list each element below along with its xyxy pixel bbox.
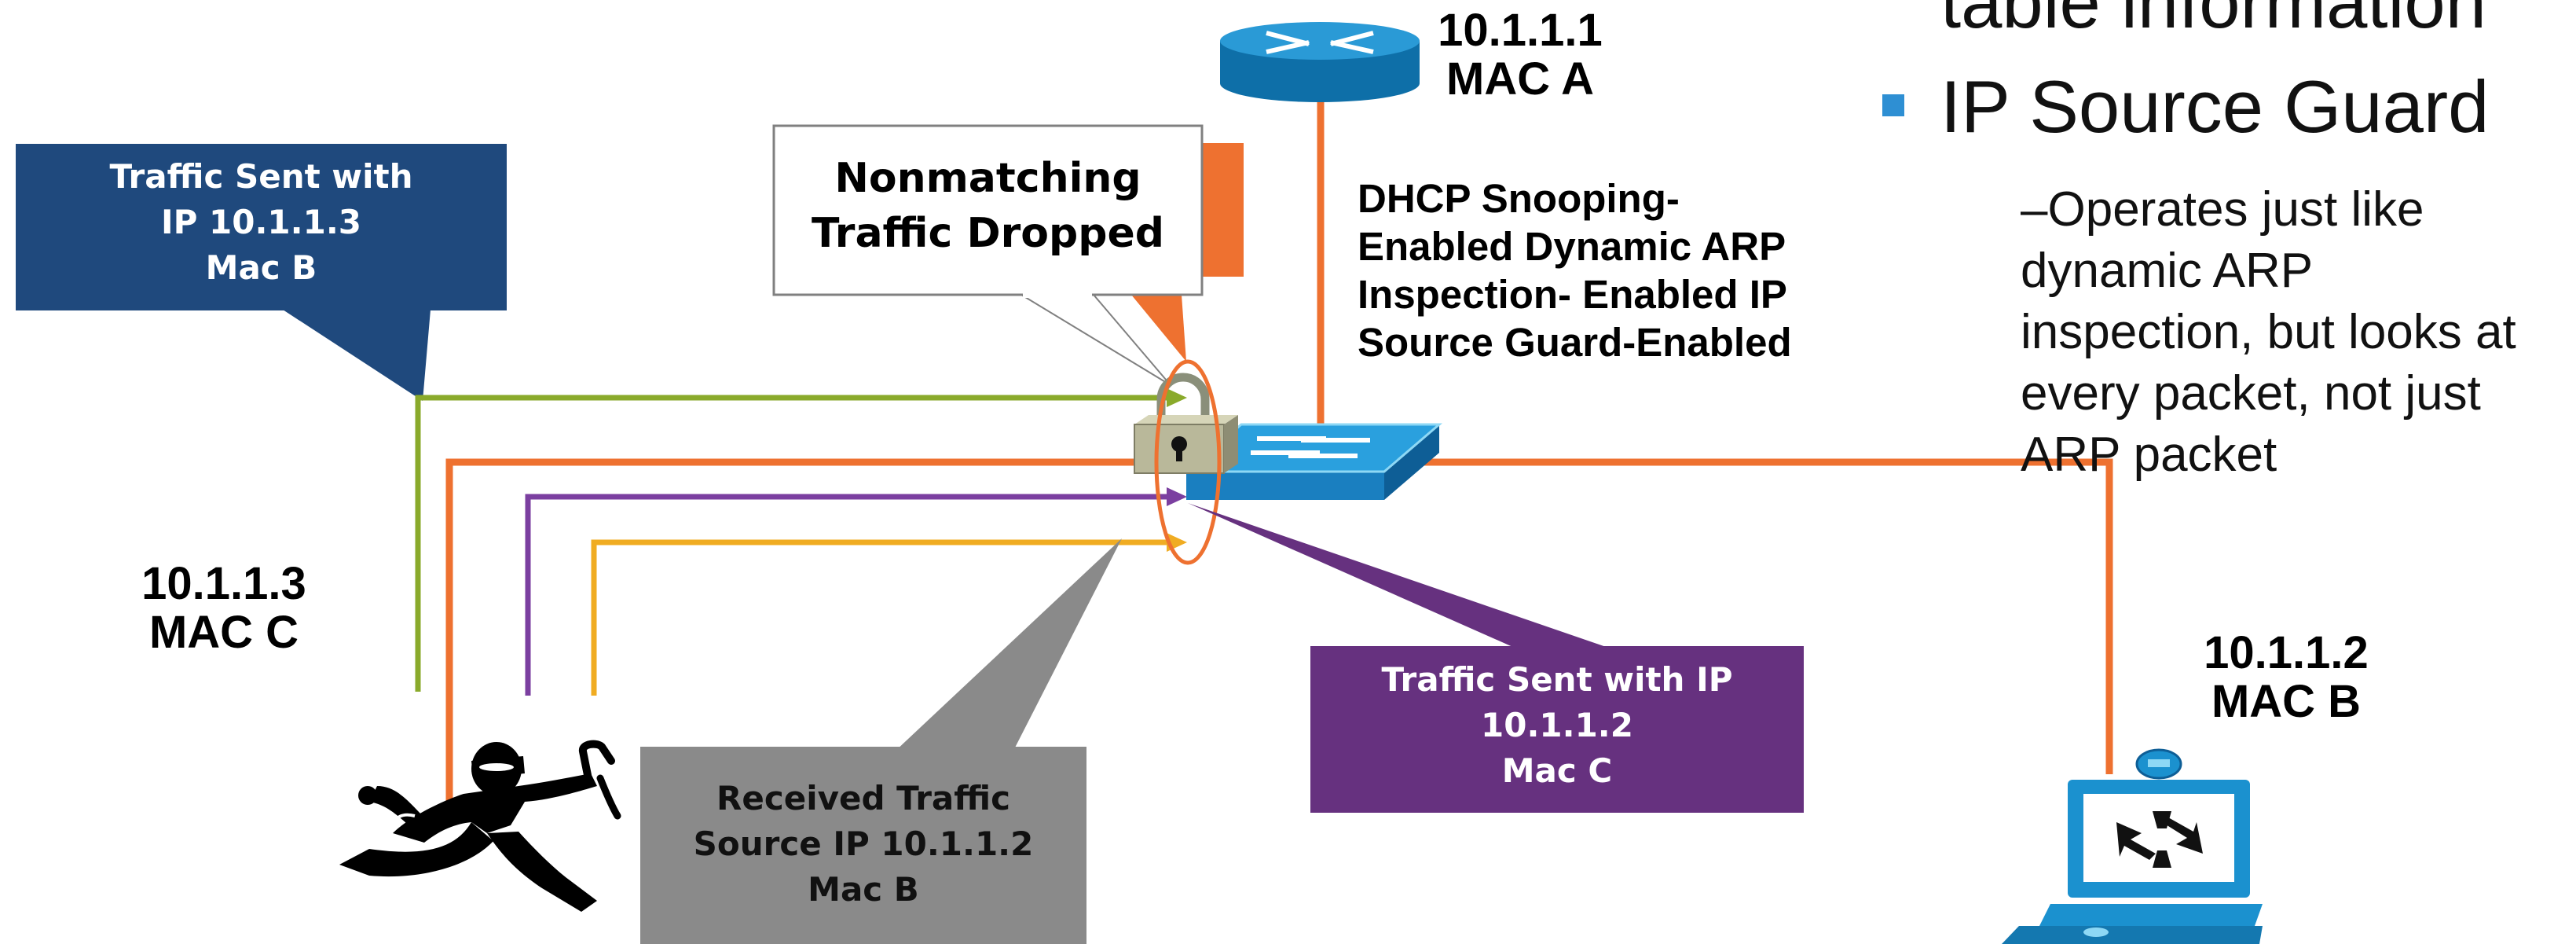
attacker-icon bbox=[339, 740, 621, 912]
sent-c-callout-text: Traffic Sent with IP 10.1.1.2 Mac C bbox=[1310, 657, 1804, 794]
bullet-sub: –Operates just like dynamic ARP inspecti… bbox=[2021, 179, 2571, 486]
green-traffic-line bbox=[415, 395, 1167, 692]
router-ip: 10.1.1.1 bbox=[1438, 5, 1603, 56]
yellow-traffic-line bbox=[591, 539, 1167, 696]
sent-c-callout-line: 10.1.1.2 bbox=[1481, 706, 1633, 744]
bullet-sub-line: every packet, not just bbox=[2021, 366, 2481, 421]
switch-icon bbox=[1182, 423, 1443, 500]
victim-ip: 10.1.1.2 bbox=[2204, 627, 2369, 678]
attacker-link bbox=[445, 458, 1186, 806]
sent-b-callout-line: Traffic Sent with bbox=[109, 157, 413, 196]
victim-label: 10.1.1.2 MAC B bbox=[2168, 629, 2404, 726]
sent-b-callout-pointer bbox=[283, 310, 431, 401]
laptop-icon bbox=[2002, 748, 2263, 944]
sent-c-callout-box bbox=[1310, 646, 1804, 813]
victim-mac: MAC B bbox=[2211, 676, 2362, 727]
received-callout-line: Mac B bbox=[808, 870, 919, 909]
switch-status-line: DHCP Snooping- bbox=[1358, 176, 1680, 221]
dropped-tab-pointer bbox=[1131, 295, 1186, 362]
bullet-sub-line: inspection, but looks at bbox=[2021, 305, 2516, 359]
sent-b-callout-line: IP 10.1.1.3 bbox=[160, 203, 361, 241]
bullet-sub-line: dynamic ARP bbox=[2021, 244, 2314, 298]
green-arrowhead bbox=[1167, 388, 1187, 407]
attacker-label: 10.1.1.3 MAC C bbox=[102, 560, 346, 657]
sent-c-callout-pointer bbox=[1188, 503, 1610, 648]
received-callout-pointer bbox=[896, 538, 1122, 751]
switch-status-line: Inspection- Enabled IP bbox=[1358, 272, 1787, 317]
bullet-main: IP Source Guard bbox=[1940, 65, 2490, 148]
bullet-sub-line: ARP packet bbox=[2021, 428, 2277, 482]
inspection-ellipse bbox=[1154, 359, 1222, 565]
lock-icon bbox=[1134, 373, 1238, 474]
bullet-square-icon bbox=[1882, 94, 1904, 116]
received-callout-line: Received Traffic bbox=[716, 779, 1010, 817]
dropped-callout-line: Traffic Dropped bbox=[812, 210, 1164, 257]
switch-status-line: Enabled Dynamic ARP bbox=[1358, 224, 1786, 269]
purple-arrowhead bbox=[1167, 487, 1187, 506]
sent-b-callout-box bbox=[16, 144, 507, 310]
router-icon bbox=[1220, 22, 1420, 102]
received-callout-box bbox=[640, 747, 1086, 944]
sent-c-callout-line: Traffic Sent with IP bbox=[1381, 660, 1733, 699]
attacker-mac: MAC C bbox=[148, 607, 299, 658]
attacker-ip: 10.1.1.3 bbox=[141, 558, 306, 609]
bullet-partial-line: table information bbox=[1940, 0, 2486, 43]
victim-link bbox=[1398, 458, 2113, 774]
dropped-callout-line: Nonmatching bbox=[834, 155, 1141, 202]
bullet-sub-line: –Operates just like bbox=[2021, 182, 2424, 237]
dropped-callout-text: Nonmatching Traffic Dropped bbox=[774, 151, 1202, 261]
dropped-tab bbox=[1200, 143, 1244, 277]
switch-status-line: Source Guard-Enabled bbox=[1358, 320, 1792, 365]
received-callout-line: Source IP 10.1.1.2 bbox=[693, 825, 1034, 863]
sent-c-callout-line: Mac C bbox=[1501, 751, 1613, 790]
dropped-callout-box bbox=[772, 124, 1204, 296]
sent-b-callout-text: Traffic Sent with IP 10.1.1.3 Mac B bbox=[16, 154, 507, 291]
switch-status: DHCP Snooping- Enabled Dynamic ARP Inspe… bbox=[1358, 174, 1876, 366]
router-mac: MAC A bbox=[1446, 53, 1594, 105]
router-label: 10.1.1.1 MAC A bbox=[1422, 6, 1618, 104]
purple-traffic-line bbox=[525, 494, 1167, 696]
sent-b-callout-line: Mac B bbox=[205, 248, 317, 287]
received-callout-text: Received Traffic Source IP 10.1.1.2 Mac … bbox=[640, 776, 1086, 913]
